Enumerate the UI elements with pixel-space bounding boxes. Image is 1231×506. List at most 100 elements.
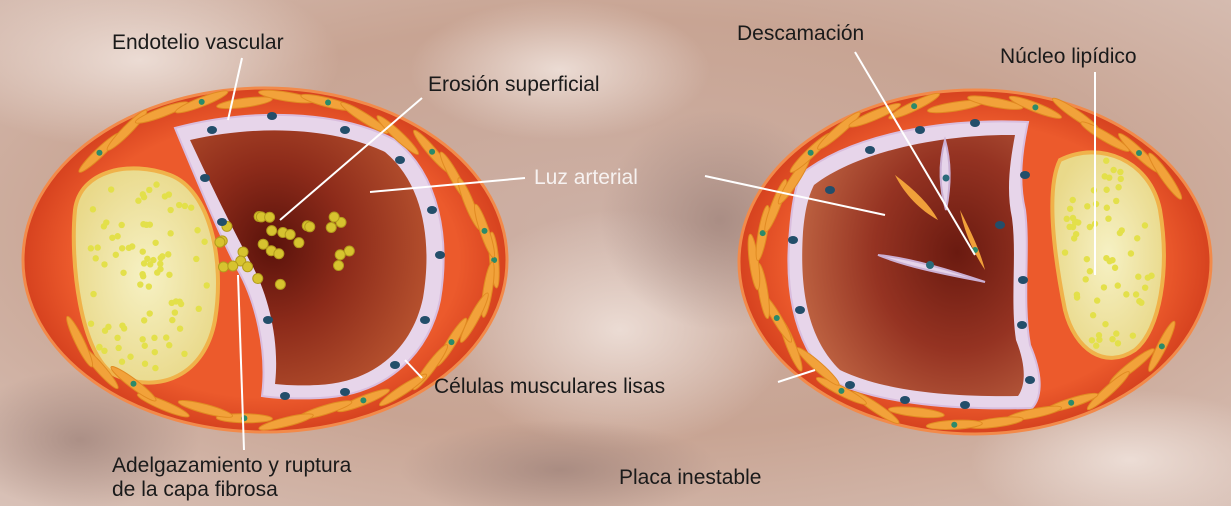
muscle-nucleus	[96, 150, 102, 156]
lipid-droplet	[147, 310, 153, 316]
erosion-particle	[274, 249, 284, 259]
lipid-droplet	[1091, 187, 1097, 193]
lipid-droplet	[151, 335, 157, 341]
erosion-particle	[329, 212, 339, 222]
lipid-droplet	[166, 272, 172, 278]
lipid-droplet	[101, 261, 107, 267]
lipid-droplet	[201, 239, 207, 245]
cell-nucleus	[207, 126, 217, 134]
lipid-droplet	[147, 261, 153, 267]
lipid-droplet	[1105, 215, 1111, 221]
cell-nucleus	[915, 126, 925, 134]
lipid-droplet	[1119, 227, 1125, 233]
lipid-droplet	[137, 281, 143, 287]
muscle-nucleus	[130, 381, 136, 387]
muscle-nucleus	[448, 339, 454, 345]
lipid-droplet	[1103, 187, 1109, 193]
lipid-droplet	[142, 361, 148, 367]
lipid-droplet	[103, 219, 109, 225]
erosion-particle	[253, 274, 263, 284]
label-luz-arterial: Luz arterial	[534, 166, 638, 189]
lipid-droplet	[1106, 174, 1112, 180]
cell-nucleus	[390, 361, 400, 369]
cell-nucleus	[970, 119, 980, 127]
lipid-droplet	[165, 251, 171, 257]
muscle-nucleus	[1068, 400, 1074, 406]
lipid-droplet	[1087, 268, 1093, 274]
cell-nucleus	[340, 126, 350, 134]
label-nucleo-lipidico: Núcleo lipídico	[1000, 45, 1137, 68]
lipid-droplet	[173, 298, 179, 304]
lipid-droplet	[119, 359, 125, 365]
lipid-droplet	[159, 253, 165, 259]
erosion-particle	[265, 212, 275, 222]
lipid-droplet	[1074, 291, 1080, 297]
cell-nucleus	[795, 306, 805, 314]
lipid-droplet	[1148, 273, 1154, 279]
lipid-droplet	[1118, 176, 1124, 182]
lipid-droplet	[1089, 337, 1095, 343]
lipid-droplet	[1090, 312, 1096, 318]
lipid-droplet	[119, 322, 125, 328]
cell-nucleus	[1018, 276, 1028, 284]
lipid-droplet	[1115, 340, 1121, 346]
lipid-droplet	[146, 283, 152, 289]
lipid-droplet	[167, 207, 173, 213]
cell-nucleus	[1017, 321, 1027, 329]
lipid-droplet	[144, 256, 150, 262]
lipid-droplet	[1115, 282, 1121, 288]
lipid-droplet	[172, 309, 178, 315]
erosion-particle	[294, 238, 304, 248]
lipid-droplet	[93, 255, 99, 261]
cell-nucleus	[200, 174, 210, 182]
lipid-droplet	[1084, 203, 1090, 209]
lipid-droplet	[188, 204, 194, 210]
lipid-droplet	[88, 245, 94, 251]
lipid-droplet	[167, 230, 173, 236]
label-celulas-musculares: Células musculares lisas	[434, 375, 665, 398]
lipid-droplet	[1101, 284, 1107, 290]
lipid-droplet	[152, 349, 158, 355]
muscle-nucleus	[1136, 150, 1142, 156]
label-endotelio-vascular: Endotelio vascular	[112, 31, 284, 54]
label-adelgazamiento-line1: Adelgazamiento y ruptura	[112, 454, 352, 477]
lipid-droplet	[193, 256, 199, 262]
cell-nucleus	[900, 396, 910, 404]
lipid-droplet	[146, 187, 152, 193]
erosion-particle	[275, 279, 285, 289]
lipid-droplet	[88, 320, 94, 326]
lipid-droplet	[1070, 197, 1076, 203]
lipid-droplet	[142, 343, 148, 349]
lipid-droplet	[1103, 158, 1109, 164]
cell-nucleus	[960, 401, 970, 409]
cell-nucleus	[420, 316, 430, 324]
cell-nucleus	[340, 388, 350, 396]
right-lipid-core	[1052, 152, 1163, 358]
muscle-nucleus	[911, 103, 917, 109]
muscle-nucleus	[325, 99, 331, 105]
cell-nucleus	[788, 236, 798, 244]
lipid-droplet	[163, 334, 169, 340]
lipid-droplet	[1096, 332, 1102, 338]
lipid-droplet	[141, 317, 147, 323]
lipid-droplet	[1113, 330, 1119, 336]
muscle-nucleus	[360, 397, 366, 403]
muscle-nucleus	[429, 149, 435, 155]
lipid-droplet	[1117, 169, 1123, 175]
lipid-droplet	[1093, 201, 1099, 207]
lipid-droplet	[182, 203, 188, 209]
lipid-droplet	[90, 206, 96, 212]
lipid-droplet	[1082, 276, 1088, 282]
muscle-nucleus	[774, 315, 780, 321]
muscle-nucleus	[951, 422, 957, 428]
lipid-droplet	[127, 354, 133, 360]
lipid-droplet	[109, 235, 115, 241]
label-placa-inestable: Placa inestable	[619, 466, 761, 489]
muscle-nucleus	[199, 99, 205, 105]
lipid-droplet	[176, 202, 182, 208]
lipid-droplet	[1104, 205, 1110, 211]
lipid-droplet	[1133, 291, 1139, 297]
lipid-droplet	[119, 245, 125, 251]
lipid-droplet	[1113, 198, 1119, 204]
cell-nucleus	[267, 112, 277, 120]
